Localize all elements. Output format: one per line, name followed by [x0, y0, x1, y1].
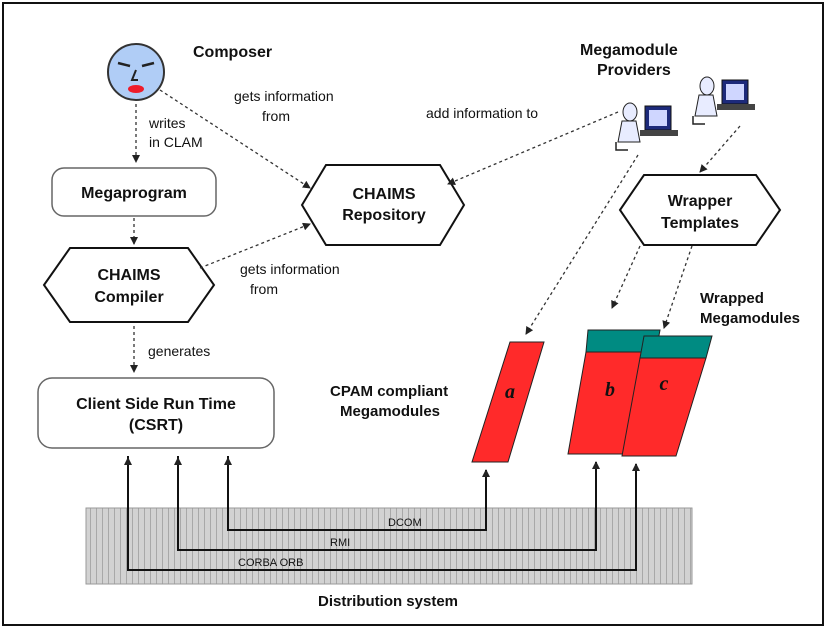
- edge-wrapper-to-b: [611, 245, 641, 309]
- edge-provider-to-cpam: [525, 154, 639, 335]
- wrapped-label-line1: Wrapped: [700, 290, 764, 307]
- composer-face-icon: [107, 43, 165, 101]
- cpam-label-line2: Megamodules: [340, 403, 440, 420]
- wrapped-label-line2: Megamodules: [700, 310, 800, 327]
- edge-compiler-to-repository: [199, 222, 311, 269]
- gets-info-2-line2: from: [250, 281, 278, 297]
- wrapper-label-line1: Wrapper: [668, 193, 733, 210]
- repository-label-line2: Repository: [342, 207, 426, 224]
- megamodule-c: [621, 357, 707, 457]
- provider-computer-icon: [615, 102, 678, 151]
- megamodule-c-wrapper: [639, 335, 713, 359]
- megaprogram-label: Megaprogram: [81, 185, 187, 202]
- rmi-label: RMI: [330, 537, 350, 549]
- distribution-system-bar: [85, 507, 693, 585]
- wrapper-label-line2: Templates: [661, 215, 739, 232]
- generates-label: generates: [148, 343, 210, 359]
- edge-wrapper-to-c: [662, 245, 693, 329]
- edge-provider-to-repository: [447, 111, 619, 185]
- composer-label: Composer: [193, 44, 272, 61]
- distribution-system-label: Distribution system: [318, 593, 458, 610]
- csrt-label-line2: (CSRT): [129, 417, 183, 434]
- gets-info-1-line2: from: [262, 108, 290, 124]
- megamodule-a-label: a: [505, 381, 515, 403]
- repository-label-line1: CHAIMS: [352, 186, 415, 203]
- wrapper-templates-hexagon: [618, 174, 782, 246]
- csrt-box: [37, 377, 275, 449]
- writes-label-line2: in CLAM: [149, 134, 203, 150]
- megaprogram-box: [51, 167, 217, 217]
- providers-label-line1: Megamodule: [580, 42, 678, 59]
- compiler-hexagon: [42, 247, 216, 323]
- compiler-label-line2: Compiler: [94, 289, 163, 306]
- gets-info-1-line1: gets information: [234, 88, 334, 104]
- providers-label-line2: Providers: [597, 62, 671, 79]
- dcom-label: DCOM: [388, 517, 422, 529]
- gets-info-2-line1: gets information: [240, 261, 340, 277]
- csrt-label-line1: Client Side Run Time: [76, 396, 236, 413]
- corba-label: CORBA ORB: [238, 557, 303, 569]
- megamodule-a: [471, 341, 545, 463]
- edge-provider2-to-wrapper: [699, 125, 741, 173]
- megamodule-b-label: b: [605, 379, 615, 401]
- compiler-label-line1: CHAIMS: [97, 267, 160, 284]
- megamodule-c-label: c: [660, 373, 669, 395]
- provider-computer-icon-2: [692, 76, 755, 125]
- writes-label-line1: writes: [148, 115, 186, 131]
- cpam-label-line1: CPAM compliant: [330, 383, 448, 400]
- repository-hexagon: [300, 164, 466, 246]
- add-info-label: add information to: [426, 105, 538, 121]
